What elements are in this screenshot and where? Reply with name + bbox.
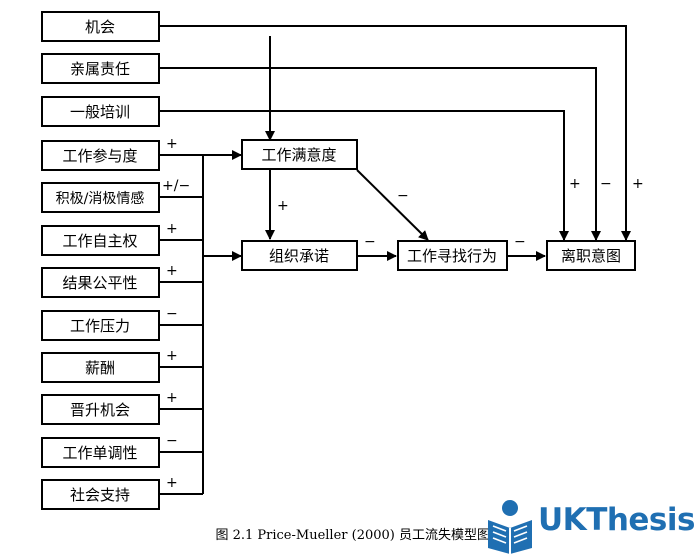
svg-text:机会: 机会: [85, 18, 115, 36]
ukthesis-logo: UKThesis: [484, 498, 695, 554]
svg-text:工作压力: 工作压力: [70, 317, 130, 335]
edge-signs: + +/− + + − + + − + + − − − + − +: [162, 136, 644, 491]
sign-affect: +/−: [162, 178, 190, 194]
sign-training-intent: +: [569, 176, 581, 192]
node-justice: 结果公平性: [41, 267, 160, 298]
node-intent: 离职意图: [546, 240, 636, 271]
edges: [159, 25, 631, 495]
node-affect: 积极/消极情感: [41, 182, 160, 213]
svg-text:社会支持: 社会支持: [70, 486, 130, 504]
edge-satisfaction-search: [356, 169, 429, 241]
sign-support: +: [166, 475, 178, 491]
svg-text:工作满意度: 工作满意度: [261, 146, 336, 164]
sign-justice: +: [166, 263, 178, 279]
node-promotion: 晋升机会: [41, 394, 160, 425]
node-support: 社会支持: [41, 479, 160, 510]
node-autonomy: 工作自主权: [41, 225, 160, 256]
svg-text:薪酬: 薪酬: [85, 359, 115, 377]
sign-sat-commit: +: [277, 198, 289, 214]
sign-routinization: −: [166, 433, 178, 449]
sign-pay: +: [166, 348, 178, 364]
node-search: 工作寻找行为: [397, 240, 508, 271]
node-training: 一般培训: [41, 96, 160, 127]
node-stress: 工作压力: [41, 310, 160, 341]
node-satisfaction: 工作满意度: [241, 139, 358, 170]
svg-text:工作自主权: 工作自主权: [62, 232, 137, 250]
sign-kinship-intent: −: [600, 176, 612, 192]
sign-autonomy: +: [166, 221, 178, 237]
node-involvement: 工作参与度: [41, 140, 160, 171]
svg-text:积极/消极情感: 积极/消极情感: [56, 190, 145, 207]
svg-text:结果公平性: 结果公平性: [62, 274, 137, 292]
sign-commit-search: −: [364, 234, 376, 250]
edge-opportunity-intent: [159, 25, 631, 241]
svg-text:工作寻找行为: 工作寻找行为: [407, 247, 497, 265]
brand-name: UKThesis: [538, 502, 695, 538]
edge-kinship-intent: [159, 67, 601, 241]
svg-text:晋升机会: 晋升机会: [70, 401, 130, 419]
svg-text:离职意图: 离职意图: [561, 247, 621, 265]
svg-text:工作参与度: 工作参与度: [62, 147, 137, 165]
sign-search-intent: −: [514, 234, 526, 250]
node-routinization: 工作单调性: [41, 437, 160, 468]
node-commitment: 组织承诺: [241, 240, 358, 271]
node-kinship: 亲属责任: [41, 53, 160, 84]
svg-text:工作单调性: 工作单调性: [62, 444, 137, 462]
node-pay: 薪酬: [41, 352, 160, 383]
figure-caption: 图 2.1 Price-Mueller (2000) 员工流失模型图: [215, 528, 490, 543]
svg-text:一般培训: 一般培训: [70, 103, 130, 121]
sign-promotion: +: [166, 390, 178, 406]
svg-text:组织承诺: 组织承诺: [269, 247, 329, 265]
sign-opportunity-intent: +: [632, 176, 644, 192]
sign-stress: −: [166, 306, 178, 322]
sign-involvement: +: [166, 136, 178, 152]
reader-book-icon: [488, 500, 532, 554]
edge-training-intent: [159, 110, 569, 241]
node-opportunity: 机会: [41, 11, 160, 42]
sign-sat-search: −: [397, 188, 409, 204]
svg-text:亲属责任: 亲属责任: [70, 60, 130, 78]
